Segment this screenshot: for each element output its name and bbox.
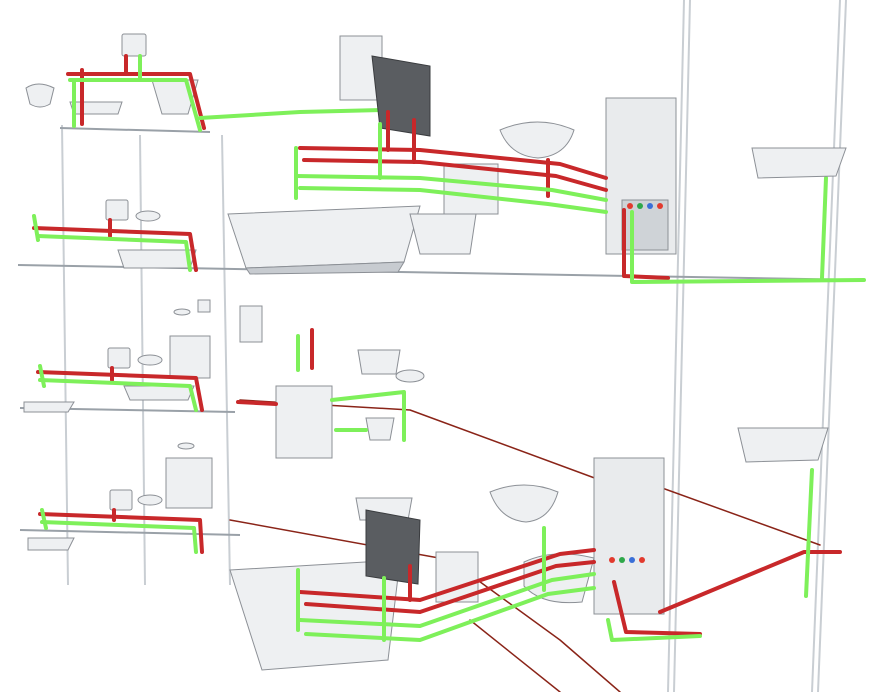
floor-1-right-basin bbox=[751, 147, 847, 179]
washbasin-icon bbox=[489, 484, 559, 523]
floor-slab-3 bbox=[19, 529, 241, 536]
shower-tray-icon bbox=[23, 401, 75, 413]
floor-2-upper-small bbox=[173, 299, 314, 372]
washbasin-icon bbox=[737, 427, 829, 463]
cabinet-icon bbox=[275, 385, 333, 459]
floor-slabs bbox=[17, 127, 865, 536]
floor-3-group bbox=[27, 442, 213, 554]
toilet-icon bbox=[365, 417, 395, 441]
floor-1-left-group bbox=[32, 199, 198, 272]
washbasin-icon bbox=[69, 101, 123, 115]
floor-3-main-bathroom bbox=[229, 427, 842, 671]
boiler-icon bbox=[121, 33, 147, 57]
floor-top-group bbox=[25, 33, 384, 132]
cabinet-icon bbox=[165, 457, 213, 509]
cabinet-icon bbox=[239, 305, 263, 343]
floor-slab-top bbox=[59, 127, 211, 133]
washbasin-icon bbox=[357, 349, 401, 375]
floor-2-group bbox=[23, 335, 425, 459]
washbasin-icon bbox=[177, 442, 195, 450]
bathtub-icon bbox=[227, 205, 421, 269]
boiler-icon bbox=[109, 489, 133, 511]
floor-1-main-bathroom bbox=[227, 35, 866, 284]
manifold-cabinet-icon bbox=[593, 457, 665, 615]
toilet-icon bbox=[25, 83, 55, 108]
boiler-icon bbox=[105, 199, 129, 221]
bathtub-icon bbox=[229, 559, 401, 671]
boiler-icon bbox=[107, 347, 131, 369]
washbasin-icon bbox=[173, 308, 191, 316]
washbasin-icon bbox=[395, 369, 425, 383]
bathtub-icon bbox=[123, 385, 195, 401]
washbasin-icon bbox=[135, 210, 161, 222]
washbasin-icon bbox=[751, 147, 847, 179]
cabinet-icon bbox=[169, 335, 211, 379]
cabinet-icon bbox=[443, 163, 499, 215]
washbasin-icon bbox=[499, 121, 575, 159]
washbasin-icon bbox=[137, 494, 163, 506]
washbasin-icon bbox=[137, 354, 163, 366]
toilet-icon bbox=[409, 213, 477, 255]
shower-tray-icon bbox=[27, 537, 75, 551]
boiler-icon bbox=[197, 299, 211, 313]
boiler-icon bbox=[365, 509, 421, 585]
bathtub-icon bbox=[117, 249, 197, 269]
